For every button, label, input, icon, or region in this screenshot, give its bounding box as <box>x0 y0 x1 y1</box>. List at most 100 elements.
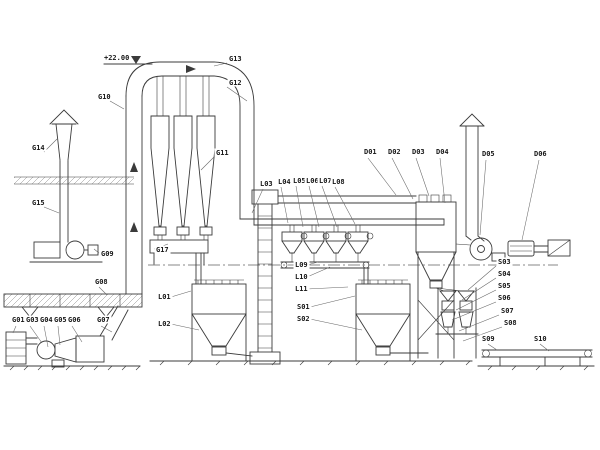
label-bg-S02 <box>295 314 312 323</box>
label-L02: L02 <box>158 320 171 328</box>
label-bg-G12 <box>227 78 244 87</box>
silencer-unit <box>507 239 571 257</box>
label-D02: D02 <box>388 148 401 156</box>
label-D03: D03 <box>412 148 425 156</box>
classifier-units <box>239 218 445 285</box>
label-bg-D06 <box>532 149 549 158</box>
label-G06: G06 <box>68 316 81 324</box>
label-bg-L03 <box>258 179 275 188</box>
label-D04: D04 <box>436 148 449 156</box>
label-bg-G11 <box>214 148 231 157</box>
label-G14: G14 <box>32 144 45 152</box>
label-L10: L10 <box>295 273 308 281</box>
label-G04: G04 <box>40 316 53 324</box>
label-D01: D01 <box>364 148 377 156</box>
packing-machines <box>435 287 479 359</box>
label-bg-S03 <box>496 257 513 266</box>
elevation-label: +22.00 <box>104 54 129 62</box>
label-bg-L01 <box>156 292 173 301</box>
label-bg-S04 <box>496 269 513 278</box>
label-bg-S05 <box>496 281 513 290</box>
label-bg-G05 <box>52 315 69 324</box>
bag-conveyor <box>481 349 593 367</box>
label-L11: L11 <box>295 285 308 293</box>
label-L03: L03 <box>260 180 273 188</box>
ground-lines <box>3 360 595 371</box>
label-L07: L07 <box>319 177 332 185</box>
label-bg-L04 <box>276 177 293 186</box>
label-bg-G09 <box>99 249 116 258</box>
label-bg-S10 <box>532 334 549 343</box>
label-bg-G06 <box>66 315 83 324</box>
leader-lines <box>12 62 550 352</box>
product-bin-right <box>355 279 429 361</box>
label-bg-G14 <box>30 143 47 152</box>
label-bg-D02 <box>386 147 403 156</box>
label-G08: G08 <box>95 278 108 286</box>
label-bg-G07 <box>95 315 112 324</box>
label-bg-G08 <box>93 277 110 286</box>
label-bg-S01 <box>295 302 312 311</box>
label-S04: S04 <box>498 270 511 278</box>
label-bg-L10 <box>293 272 310 281</box>
label-bg-L08 <box>330 177 347 186</box>
label-L09: L09 <box>295 261 308 269</box>
label-L06: L06 <box>306 177 319 185</box>
label-bg-G03 <box>24 315 41 324</box>
label-D05: D05 <box>482 150 495 158</box>
label-bg-G15 <box>30 198 47 207</box>
label-bg-G13 <box>227 54 244 63</box>
label-bg-L02 <box>156 319 173 328</box>
bucket-elevator <box>249 189 281 365</box>
walkway-platform <box>14 176 134 185</box>
label-bg-S08 <box>502 318 519 327</box>
label-G09: G09 <box>101 250 114 258</box>
label-L04: L04 <box>278 178 291 186</box>
label-bg-G17 <box>154 245 171 254</box>
label-bg-L11 <box>293 284 310 293</box>
label-bg-L06 <box>304 176 321 185</box>
elevation-marker: +22.00 <box>103 54 153 65</box>
label-G03: G03 <box>26 316 39 324</box>
label-S08: S08 <box>504 319 517 327</box>
label-L08: L08 <box>332 178 345 186</box>
upper-transport-duct <box>277 195 417 204</box>
label-G11: G11 <box>216 149 229 157</box>
label-S10: S10 <box>534 335 547 343</box>
label-G05: G05 <box>54 316 67 324</box>
label-S09: S09 <box>482 335 495 343</box>
label-S06: S06 <box>498 294 511 302</box>
label-S03: S03 <box>498 258 511 266</box>
label-bg-L05 <box>291 176 308 185</box>
label-bg-S06 <box>496 293 513 302</box>
label-S05: S05 <box>498 282 511 290</box>
label-bg-S07 <box>499 306 516 315</box>
label-bg-G10 <box>96 92 113 101</box>
exhaust-stack-right <box>459 113 485 242</box>
label-S07: S07 <box>501 307 514 315</box>
label-bg-D01 <box>362 147 379 156</box>
label-L05: L05 <box>293 177 306 185</box>
cyclone-group <box>149 76 216 285</box>
label-G12: G12 <box>229 79 242 87</box>
main-riser-duct <box>125 61 255 295</box>
label-L01: L01 <box>158 293 171 301</box>
label-bg-G01 <box>10 315 27 324</box>
left-exhaust-stack <box>29 109 103 263</box>
label-S01: S01 <box>297 303 310 311</box>
label-bg-G04 <box>38 315 55 324</box>
label-bg-L07 <box>317 176 334 185</box>
dust-collector <box>415 194 457 359</box>
label-bg-D04 <box>434 147 451 156</box>
label-bg-D03 <box>410 147 427 156</box>
label-G17: G17 <box>156 246 169 254</box>
label-G07: G07 <box>97 316 110 324</box>
rotary-dryer <box>3 293 143 318</box>
label-G13: G13 <box>229 55 242 63</box>
label-G15: G15 <box>32 199 45 207</box>
label-D06: D06 <box>534 150 547 158</box>
label-G01: G01 <box>12 316 25 324</box>
label-S02: S02 <box>297 315 310 323</box>
